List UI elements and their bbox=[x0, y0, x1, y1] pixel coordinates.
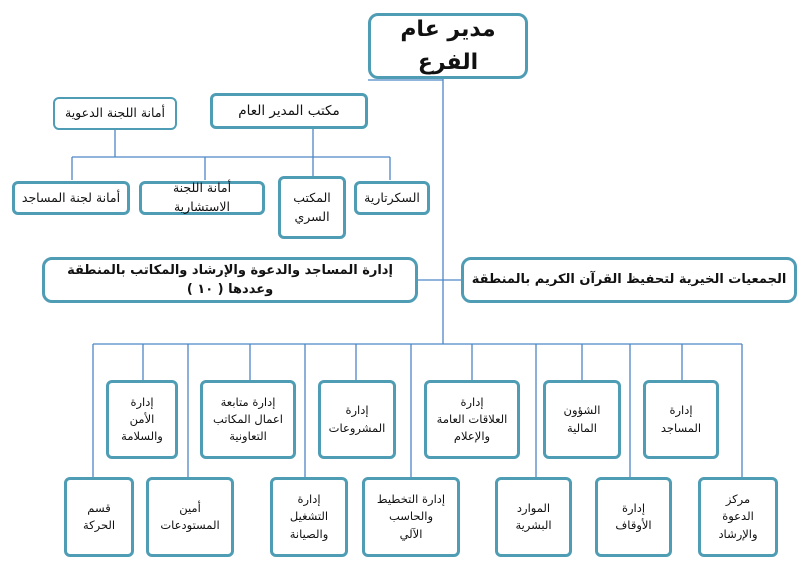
general-manager-office: مكتب المدير العام bbox=[210, 93, 368, 129]
dept-mosques: إدارة المساجد bbox=[643, 380, 719, 459]
dawah-committee-secretariat: أمانة اللجنة الدعوية bbox=[53, 97, 177, 130]
dept-transport: قسم الحركة bbox=[64, 477, 134, 557]
mosques-committee-secretariat: أمانة لجنة المساجد bbox=[12, 181, 130, 215]
secret-office: المكتب السري bbox=[278, 176, 346, 239]
dept-finance: الشؤون المالية bbox=[543, 380, 621, 459]
mosques-dawah-offices-admin: إدارة المساجد والدعوة والإرشاد والمكاتب … bbox=[42, 257, 418, 303]
secretariat: السكرتارية bbox=[354, 181, 430, 215]
dept-coop-offices-followup: إدارة متابعة اعمال المكاتب التعاونية bbox=[200, 380, 296, 459]
root-general-manager: مدير عام الفرع bbox=[368, 13, 528, 79]
dept-projects: إدارة المشروعات bbox=[318, 380, 396, 459]
advisory-committee-secretariat: أمانة اللجنة الاستشارية bbox=[139, 180, 265, 215]
dept-operations-maintenance: إدارة التشغيل والصيانة bbox=[270, 477, 348, 557]
dept-dawah-center: مركز الدعوة والإرشاد bbox=[698, 477, 778, 557]
quran-memorization-societies: الجمعيات الخيرية لتحفيظ القرآن الكريم با… bbox=[461, 257, 797, 303]
dept-security-safety: إدارة الأمن والسلامة bbox=[106, 380, 178, 459]
dept-warehouses: أمين المستودعات bbox=[146, 477, 234, 557]
dept-awqaf: إدارة الأوقاف bbox=[595, 477, 672, 557]
dept-planning-it: إدارة التخطيط والحاسب الآلي bbox=[362, 477, 460, 557]
dept-human-resources: الموارد البشرية bbox=[495, 477, 572, 557]
dept-public-relations: إدارة العلاقات العامة والإعلام bbox=[424, 380, 520, 459]
